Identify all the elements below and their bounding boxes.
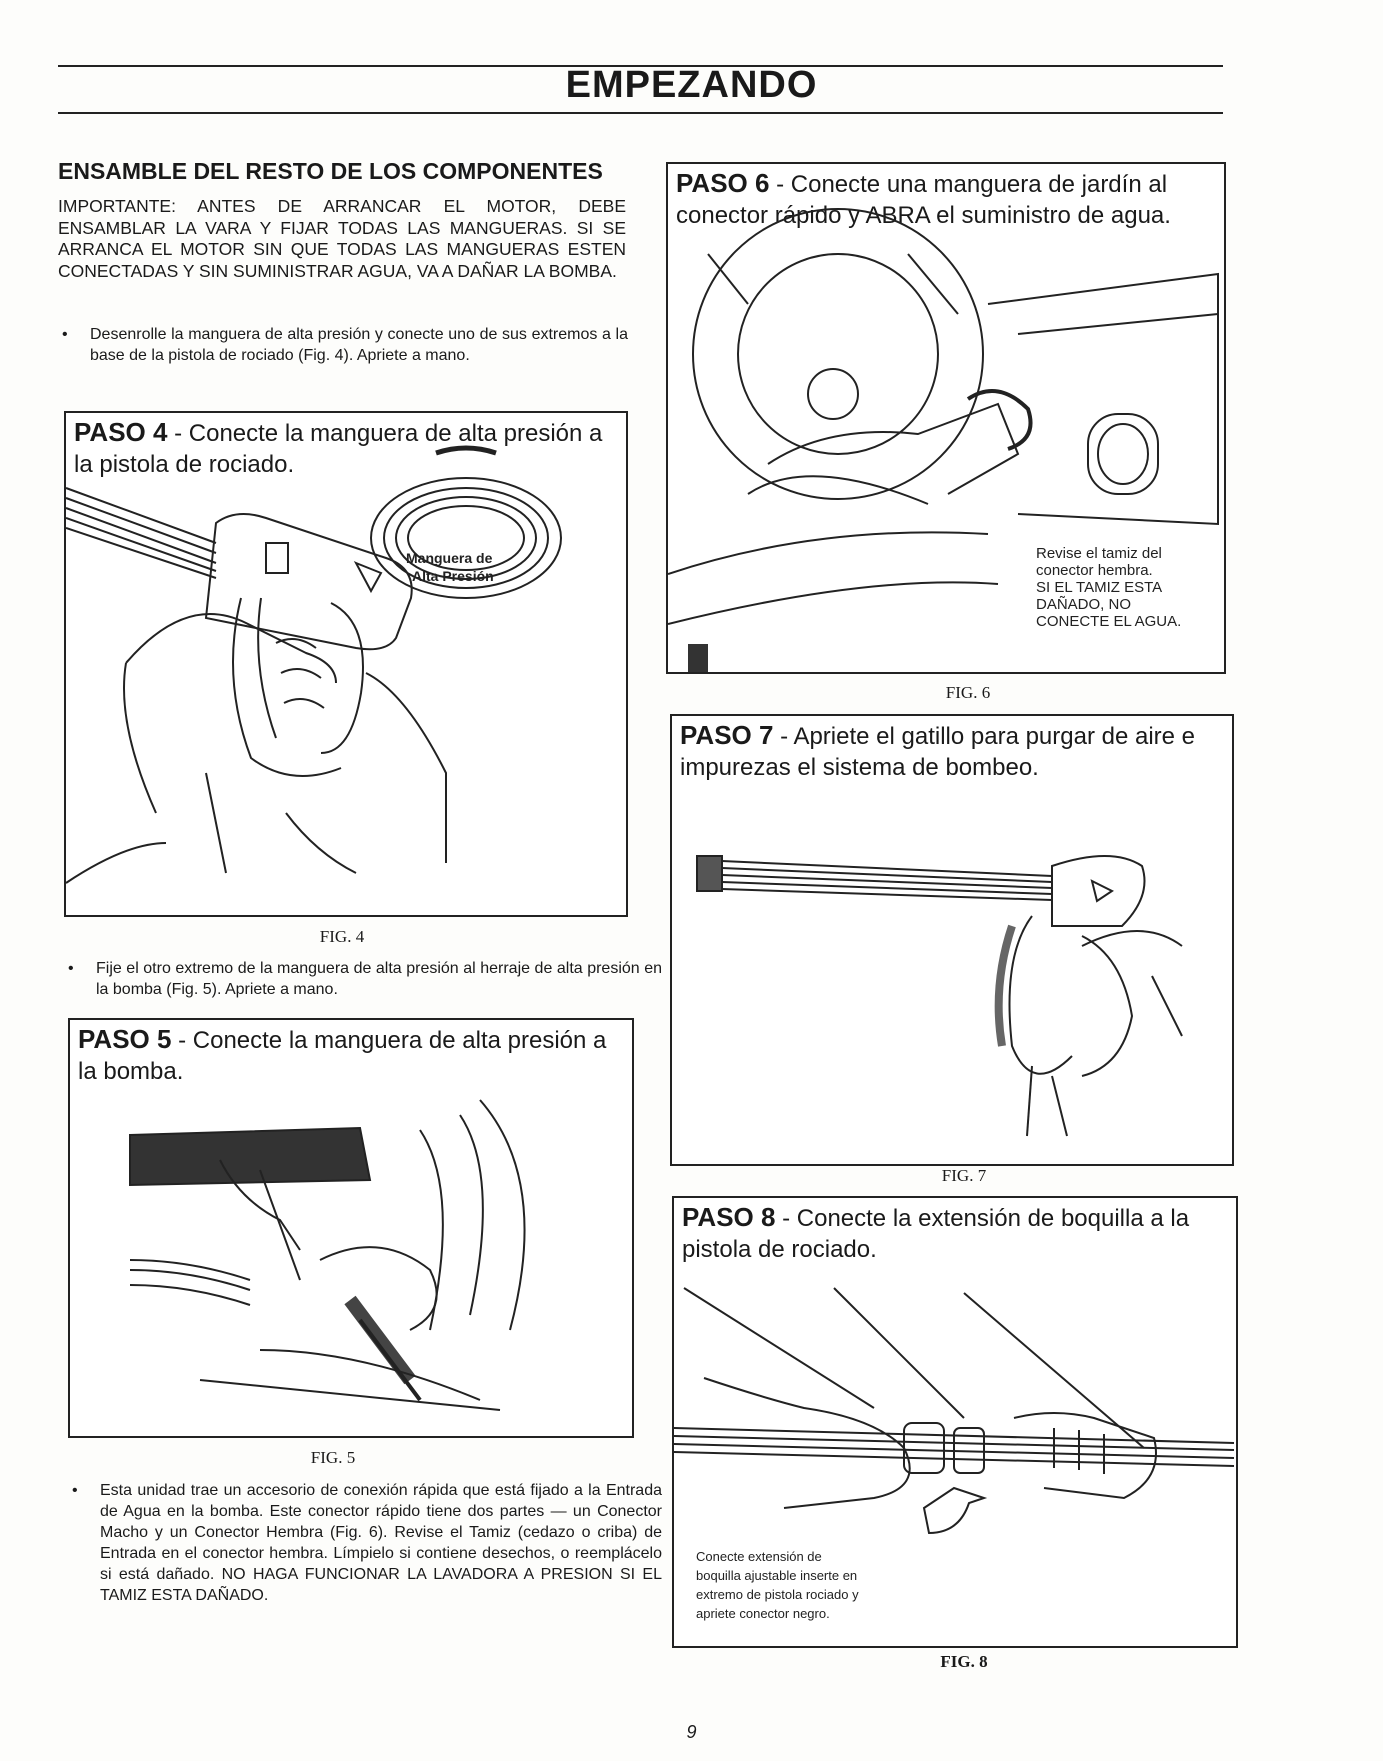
step8-box: PASO 8 - Conecte la extensión de boquill… — [672, 1196, 1238, 1648]
strainer-note-line1: Revise el tamiz del — [1036, 545, 1162, 562]
bullet-item-3: • Esta unidad trae un accesorio de conex… — [68, 1480, 662, 1606]
step6-label: PASO 6 — [676, 168, 770, 198]
page-title: EMPEZANDO — [565, 64, 818, 106]
bullet-dot: • — [68, 960, 74, 977]
bullet-dot: • — [62, 326, 68, 343]
bullet-item-1: • Desenrolle la manguera de alta presión… — [58, 324, 628, 366]
bullet-text-1: Desenrolle la manguera de alta presión y… — [90, 326, 628, 364]
fig7-caption: FIG. 7 — [941, 1166, 987, 1185]
step5-text: - Conecte la manguera de alta presión a … — [78, 1027, 607, 1085]
page-number: 9 — [686, 1722, 697, 1742]
fig6-caption: FIG. 6 — [945, 683, 991, 702]
nozzle-extension-illustration: Conecte extensión de boquilla ajustable … — [674, 1287, 1235, 1621]
fig8-caption: FIG. 8 — [940, 1652, 988, 1671]
bullet-item-2: • Fije el otro extremo de la manguera de… — [64, 958, 662, 1000]
step5-heading: PASO 5 - Conecte la manguera de alta pre… — [78, 1024, 624, 1087]
strainer-note-line2: conector hembra. — [1036, 562, 1153, 579]
hose-callout-line1: Manguera de — [406, 550, 493, 566]
step7-heading: PASO 7 - Apriete el gatillo para purgar … — [680, 720, 1224, 783]
step6-box: PASO 6 - Conecte una manguera de jardín … — [666, 162, 1226, 674]
step4-box: PASO 4 - Conecte la manguera de alta pre… — [64, 411, 628, 917]
step8-text: - Conecte la extensión de boquilla a la … — [682, 1205, 1190, 1263]
section-title: ENSAMBLE DEL RESTO DE LOS COMPONENTES — [58, 158, 603, 184]
step8-heading: PASO 8 - Conecte la extensión de boquill… — [682, 1202, 1228, 1265]
bullet-text-2: Fije el otro extremo de la manguera de a… — [96, 960, 662, 998]
pump-connection-illustration — [129, 1099, 526, 1411]
step7-label: PASO 7 — [680, 720, 774, 750]
step5-box: PASO 5 - Conecte la manguera de alta pre… — [68, 1018, 634, 1438]
hose-callout-line2: Alta Presión — [412, 568, 494, 584]
important-paragraph: IMPORTANTE: ANTES DE ARRANCAR EL MOTOR, … — [58, 196, 626, 281]
nozzle-note-line2: boquilla ajustable inserte en — [696, 1568, 857, 1583]
strainer-note-line3: SI EL TAMIZ ESTA — [1036, 579, 1162, 596]
step6-text: - Conecte una manguera de jardín al cone… — [676, 171, 1171, 229]
bullet-text-3: Esta unidad trae un accesorio de conexió… — [100, 1482, 662, 1604]
step5-label: PASO 5 — [78, 1024, 172, 1054]
garden-hose-illustration: Revise el tamiz del conector hembra. SI … — [668, 208, 1219, 672]
fig5-caption: FIG. 5 — [310, 1448, 356, 1467]
step4-label: PASO 4 — [74, 417, 168, 447]
header-rule-top — [58, 65, 1223, 67]
step6-heading: PASO 6 - Conecte una manguera de jardín … — [676, 168, 1216, 231]
step8-label: PASO 8 — [682, 1202, 776, 1232]
step7-text: - Apriete el gatillo para purgar de aire… — [680, 723, 1196, 781]
nozzle-note-line1: Conecte extensión de — [696, 1549, 822, 1564]
fig4-caption: FIG. 4 — [319, 927, 365, 946]
spray-gun-illustration: Manguera de Alta Presión — [66, 445, 562, 884]
step7-box: PASO 7 - Apriete el gatillo para purgar … — [670, 714, 1234, 1166]
nozzle-note-line4: apriete conector negro. — [696, 1606, 830, 1621]
strainer-note-line4: DAÑADO, NO — [1036, 596, 1131, 613]
step4-heading: PASO 4 - Conecte la manguera de alta pre… — [74, 417, 618, 480]
header-rule-bottom — [58, 112, 1223, 114]
strainer-note-line5: CONECTE EL AGUA. — [1036, 613, 1181, 630]
trigger-illustration — [696, 855, 1183, 1137]
step4-text: - Conecte la manguera de alta presión a … — [74, 420, 603, 478]
nozzle-note-line3: extremo de pistola rociado y — [696, 1587, 859, 1602]
bullet-dot: • — [72, 1482, 78, 1499]
